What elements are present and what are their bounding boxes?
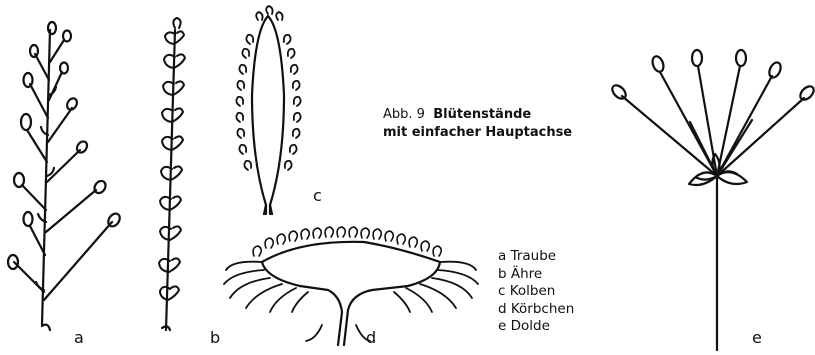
caption-title-line1: Blütenstände (433, 107, 531, 122)
panel-label-e: e (752, 330, 762, 346)
legend-item-kolben: c Kolben (498, 283, 574, 301)
legend-item-traube: a Traube (498, 248, 574, 266)
legend-item-dolde: e Dolde (498, 318, 574, 336)
legend-item-koerbchen: d Körbchen (498, 301, 574, 319)
legend: a Traube b Ähre c Kolben d Körbchen e Do… (498, 248, 574, 336)
caption-title-line2: mit einfacher Hauptachse (383, 124, 572, 142)
caption-prefix: Abb. 9 (383, 107, 425, 122)
umbel-drawing (610, 50, 815, 350)
panel-label-d: d (366, 330, 376, 346)
legend-item-aehre: b Ähre (498, 266, 574, 284)
panel-label-b: b (210, 330, 220, 346)
capitulum-drawing (224, 227, 478, 345)
spike-drawing (159, 18, 185, 330)
panel-label-a: a (74, 330, 84, 346)
figure-caption: Abb. 9 Blütenstände mit einfacher Haupta… (383, 106, 572, 142)
raceme-drawing (8, 22, 122, 330)
panel-label-c: c (313, 188, 322, 204)
spadix-drawing (236, 6, 300, 214)
